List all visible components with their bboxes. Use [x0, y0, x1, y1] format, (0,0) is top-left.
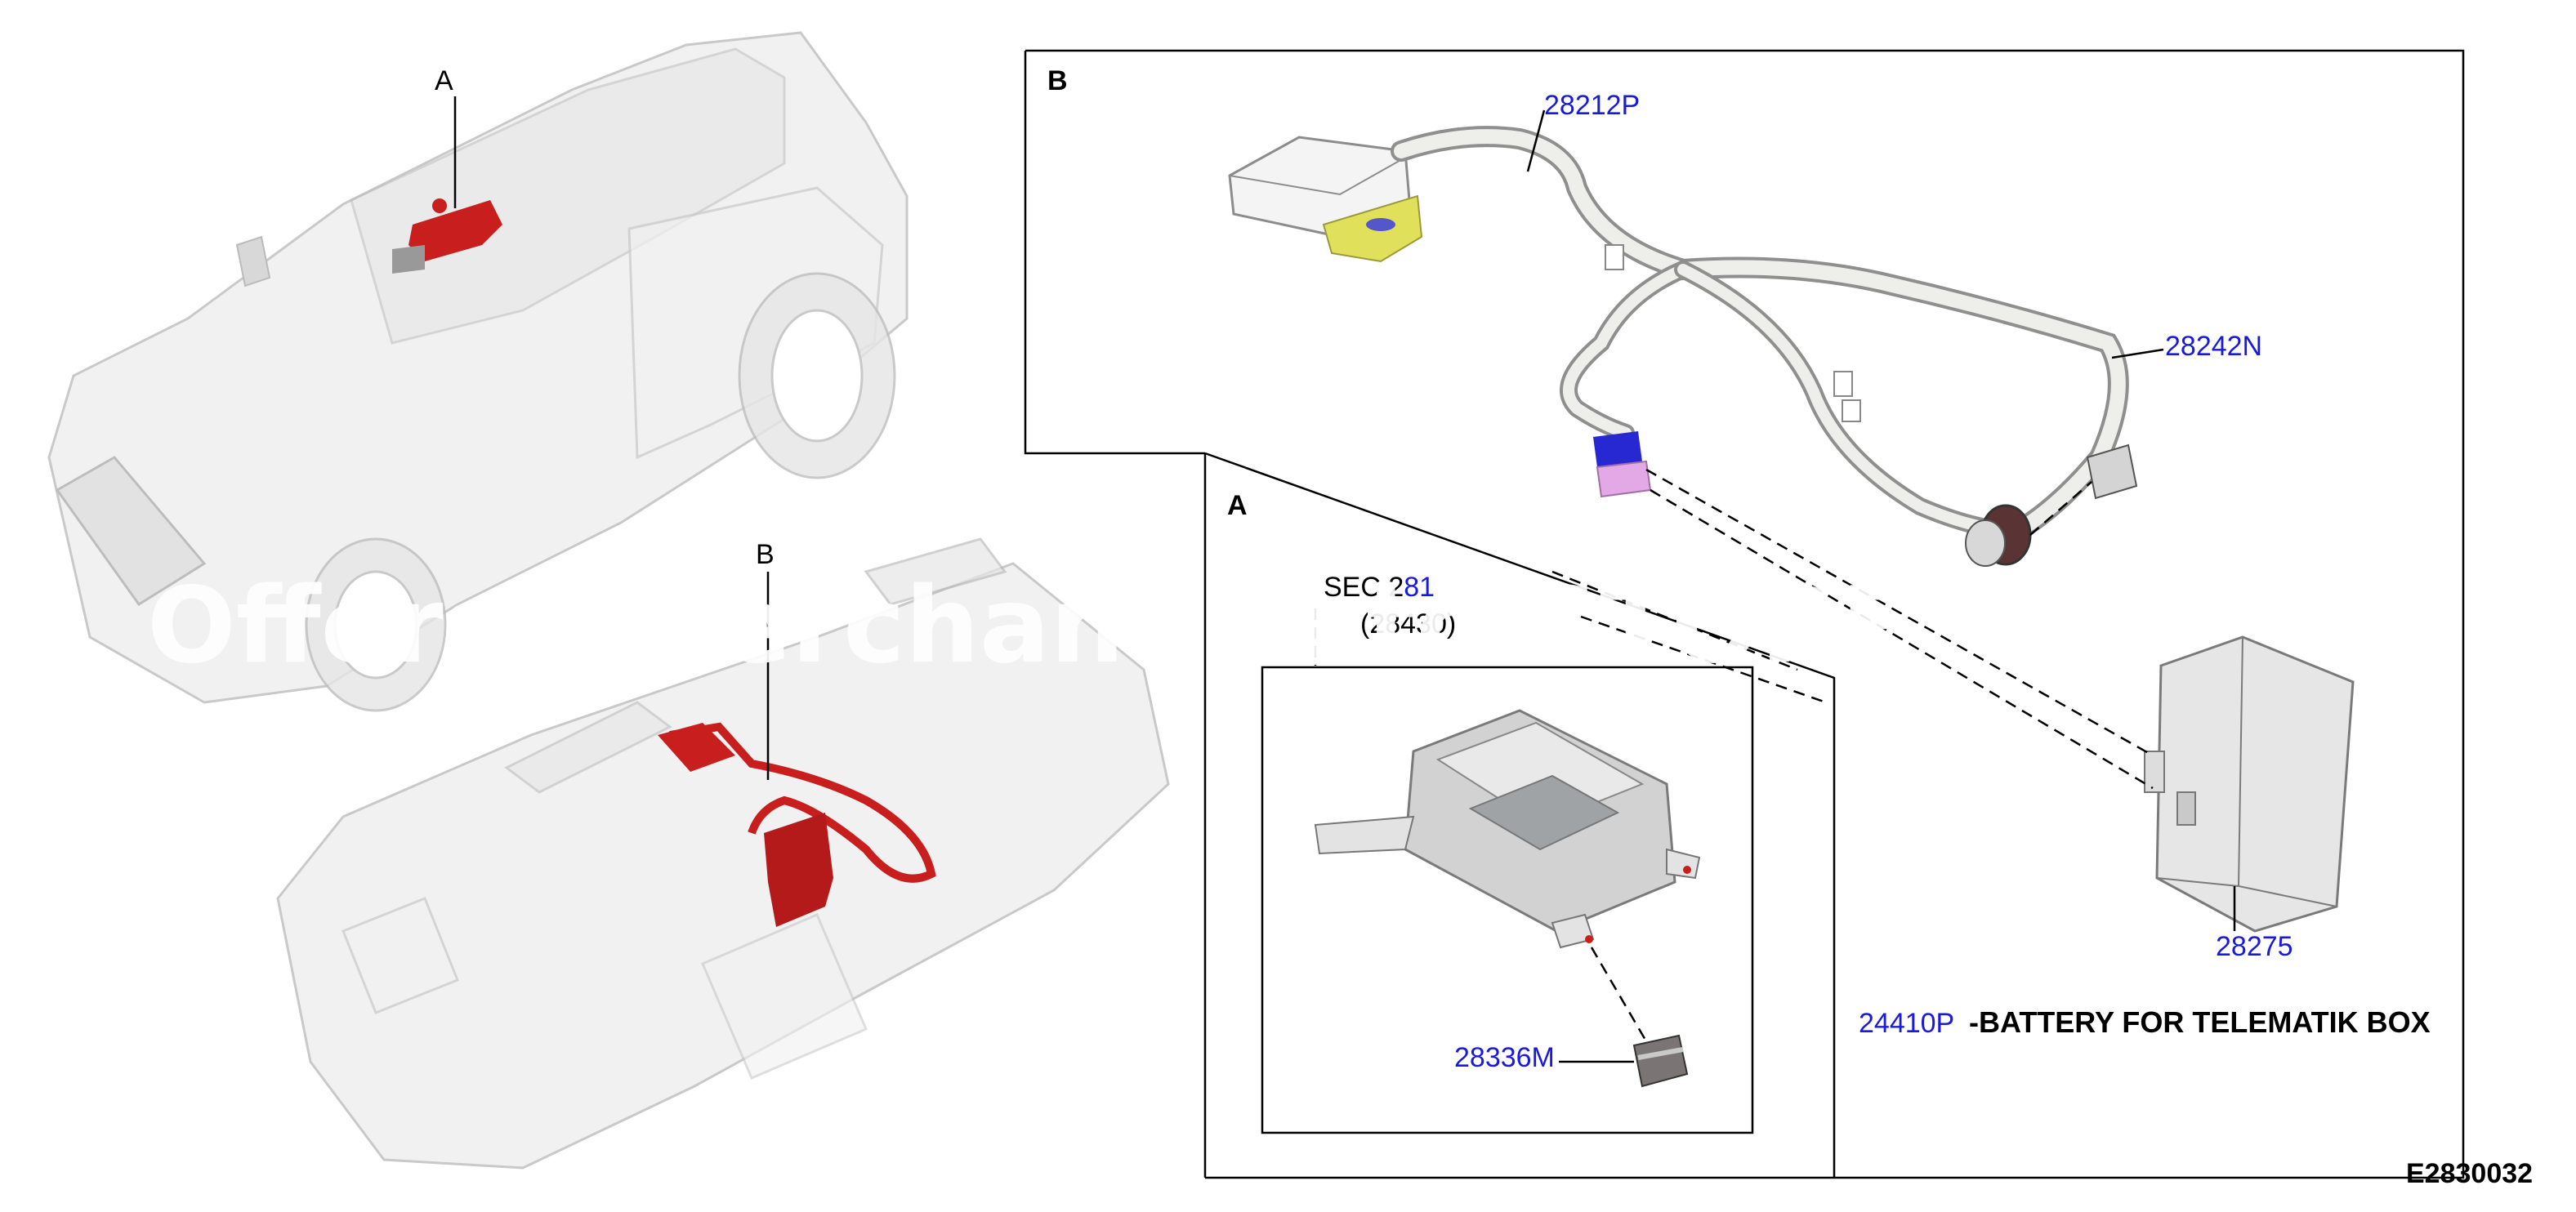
dashboard-box-highlight: [764, 813, 833, 927]
panel-a-label: A: [1227, 490, 1248, 521]
svg-text:28275: 28275: [2216, 931, 2293, 962]
part-label-24410p[interactable]: 24410P: [1859, 1008, 1954, 1039]
detail-frame: [1024, 49, 2465, 1179]
part-label-28275[interactable]: 28275: [2216, 886, 2293, 962]
telematics-unit-illustration: [2144, 635, 2355, 933]
vehicle-callout-a[interactable]: A: [435, 65, 457, 208]
panel-b-label: B: [1047, 65, 1068, 96]
svg-text:B: B: [756, 539, 775, 570]
part-label-28212p[interactable]: 28212P: [1526, 90, 1640, 172]
part-label-28242n[interactable]: 28242N: [2111, 331, 2262, 362]
vehicle-illustration: [47, 31, 909, 712]
connector-28336m-illustration: [1632, 1034, 1689, 1088]
wire-harness-illustration: [1391, 126, 2138, 567]
watermark: Offers / Merchant Auto STORE: [147, 565, 1912, 687]
blue-connector: [1593, 431, 1642, 467]
section-ref-line2: (28430): [1360, 608, 1456, 639]
telematics-box-illustration: [1228, 136, 1423, 263]
pink-connector: [1596, 460, 1652, 498]
svg-text:28242N: 28242N: [2165, 331, 2262, 362]
section-ref-line1: SEC 281: [1324, 572, 1435, 603]
dashboard-illustration: [276, 537, 1170, 1170]
part-label-28336m[interactable]: 28336M: [1454, 1042, 1634, 1073]
svg-text:A: A: [435, 65, 453, 96]
diagram-code: E2830032: [2406, 1158, 2533, 1189]
roof-module-highlight: [408, 200, 502, 261]
vehicle-callout-b[interactable]: B: [756, 539, 775, 780]
svg-text:28212P: 28212P: [1544, 90, 1640, 121]
battery-note-text: -BATTERY FOR TELEMATIK BOX: [1969, 1005, 2431, 1039]
dashboard-harness-highlight: [669, 722, 936, 883]
section-link[interactable]: 81: [1404, 572, 1435, 603]
audio-unit-illustration: [1314, 709, 1701, 949]
section-reference[interactable]: SEC 281 (28430): [1324, 572, 1456, 639]
svg-text:28336M: 28336M: [1454, 1042, 1555, 1073]
battery-note: 24410P -BATTERY FOR TELEMATIK BOX: [1859, 1005, 2431, 1039]
